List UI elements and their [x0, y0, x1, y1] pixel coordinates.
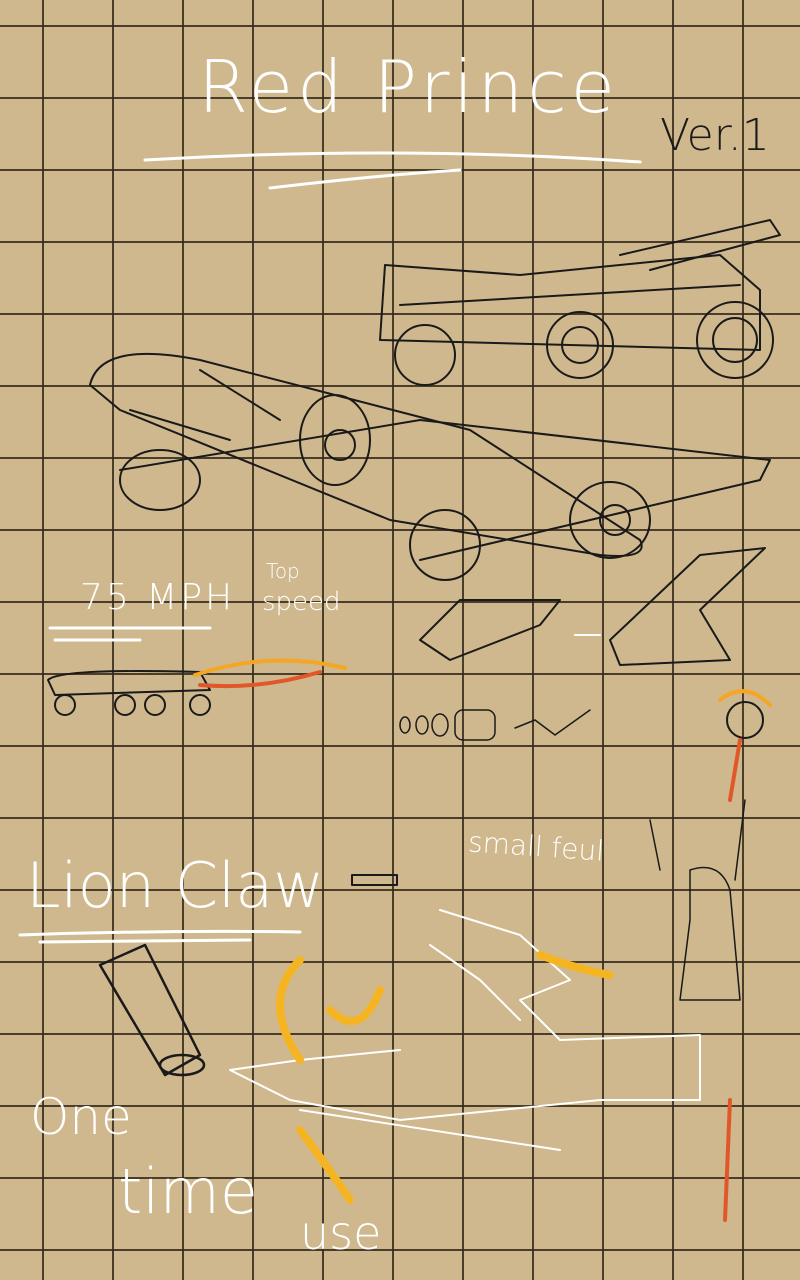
flame-speed: [193, 658, 347, 689]
car-sketch-top: [379, 219, 781, 386]
hand-sketch: [229, 909, 701, 1151]
usage-line-1: One: [30, 1088, 132, 1146]
speed-label-bottom: speed: [262, 587, 341, 617]
player-sketch: [649, 799, 746, 1001]
version-label: Ver.1: [660, 110, 770, 161]
speed-value: 75 MPH: [80, 577, 236, 618]
usage-line-2: time: [118, 1155, 259, 1228]
weapon-name: Lion Claw: [26, 849, 324, 922]
speed-label-top: Top: [266, 559, 300, 583]
hand-flames: [276, 951, 614, 1204]
ball-flame: [718, 689, 772, 1222]
wing-parts: [419, 547, 766, 666]
title-underlines: [143, 151, 642, 190]
title: Red Prince: [198, 45, 619, 129]
mini-car-sketch: [47, 670, 211, 716]
weapon-name-underlines: [18, 929, 302, 944]
speed-underlines: [48, 626, 212, 642]
fuel-cell-sketch: [351, 874, 398, 886]
usage-line-3: use: [300, 1206, 382, 1260]
claw-sketch: [98, 943, 206, 1077]
car-sketch-main: [89, 352, 771, 581]
exploded-parts: [399, 709, 591, 741]
